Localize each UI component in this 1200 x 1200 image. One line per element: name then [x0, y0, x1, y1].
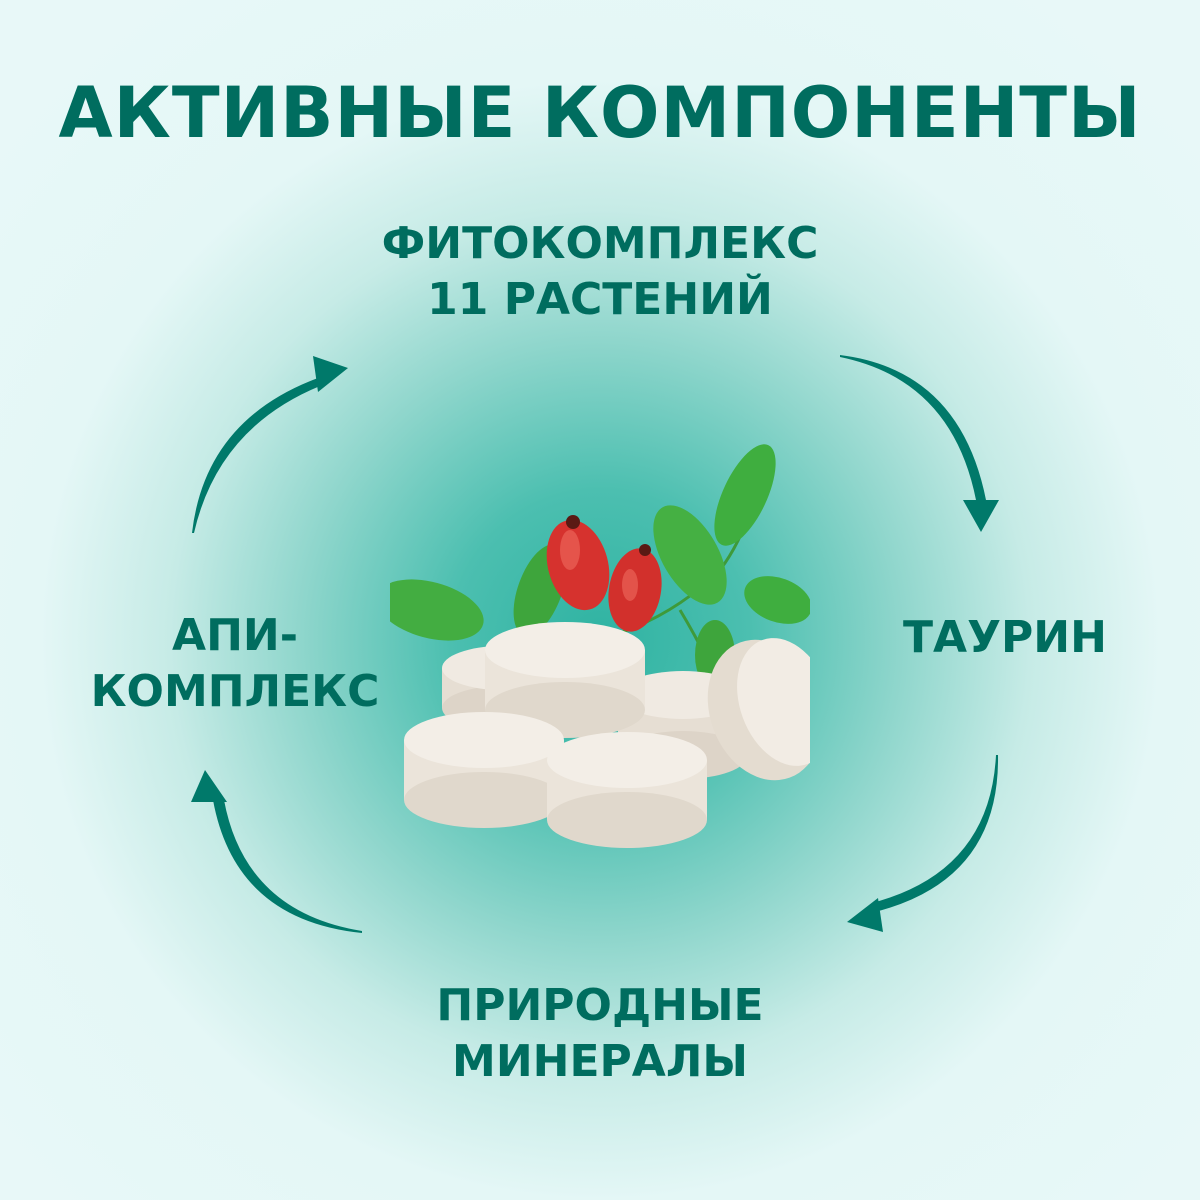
component-line: МИНЕРАЛЫ [452, 1036, 748, 1087]
component-line: КОМПЛЕКС [90, 666, 380, 717]
arrow-right-down-icon [840, 355, 999, 532]
component-line: ПРИРОДНЫЕ [436, 980, 764, 1031]
arrow-left-up-icon [191, 770, 362, 933]
arrow-bottom-left-icon [847, 755, 999, 932]
product-image [390, 444, 810, 848]
component-line: ФИТОКОМПЛЕКС [381, 218, 819, 269]
component-apicomplex: АПИ- КОМПЛЕКС [70, 608, 400, 720]
page-title: АКТИВНЫЕ КОМПОНЕНТЫ [58, 72, 1142, 154]
rosehip-berry-icon [546, 515, 662, 632]
component-phytocomplex: ФИТОКОМПЛЕКС 11 РАСТЕНИЙ [300, 216, 900, 328]
component-line: АПИ- [172, 610, 298, 661]
component-taurine: ТАУРИН [870, 610, 1140, 666]
component-natural-minerals: ПРИРОДНЫЕ МИНЕРАЛЫ [360, 978, 840, 1090]
arrow-top-right-icon [192, 356, 348, 533]
tablet-icon [404, 622, 810, 848]
component-line: 11 РАСТЕНИЙ [427, 274, 773, 325]
component-line: ТАУРИН [903, 612, 1107, 663]
